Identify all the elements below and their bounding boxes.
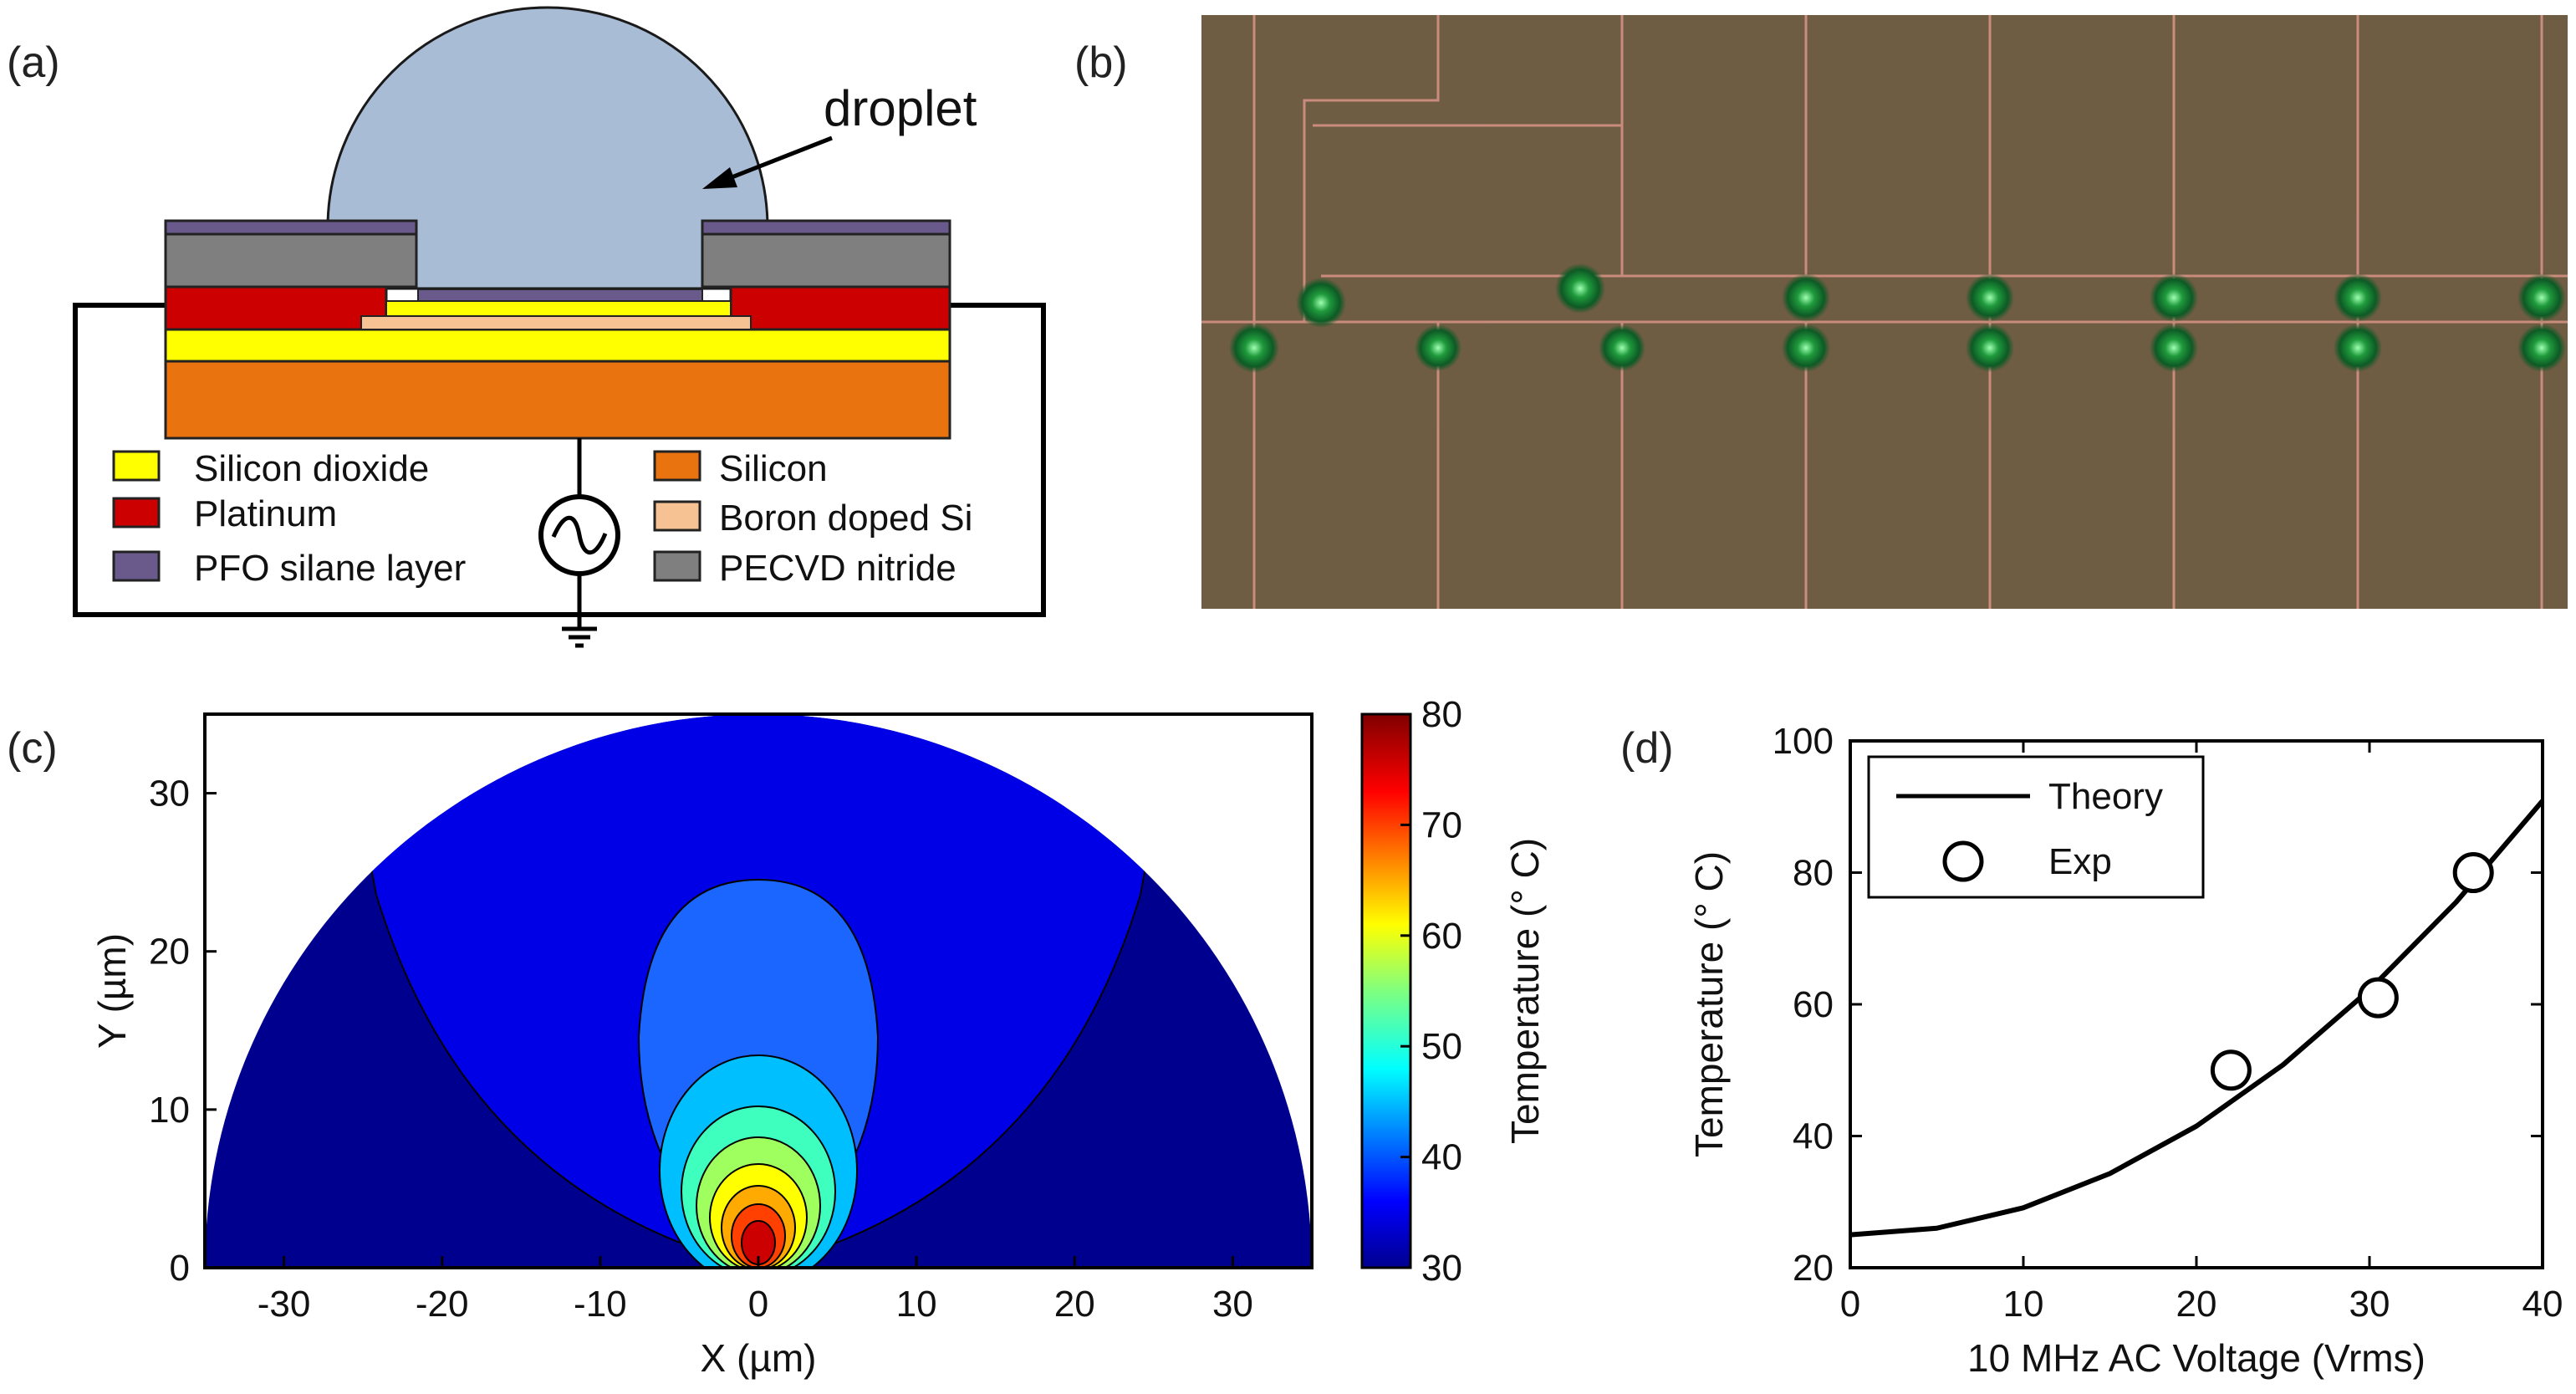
exp-point-1 bbox=[2357, 977, 2399, 1019]
contour-x-ticks: -30 -20 -10 0 10 20 30 bbox=[258, 1256, 1253, 1325]
line-x-tick-label-0: 0 bbox=[1840, 1284, 1860, 1325]
droplet-arrowhead bbox=[702, 167, 737, 189]
droplet-spots bbox=[1229, 263, 2566, 373]
colorbar-tick-label-1: 40 bbox=[1421, 1137, 1462, 1178]
contour-y-label: Y (µm) bbox=[90, 933, 134, 1049]
line-plot-x-ticks: 0 10 20 30 40 bbox=[1840, 741, 2563, 1325]
legend-label-4: Boron doped Si bbox=[719, 498, 972, 539]
line-x-tick-label-1: 10 bbox=[2003, 1284, 2044, 1325]
circuit-wire bbox=[73, 303, 1046, 617]
line-plot-x-label: 10 MHz AC Voltage (Vrms) bbox=[1967, 1336, 2426, 1380]
panel-a: (a) droplet Silicon dioxide bbox=[7, 6, 1046, 648]
boron-doped-si bbox=[360, 315, 752, 330]
legend-label-5: PECVD nitride bbox=[719, 548, 956, 589]
contour-x-tick-label-0: -30 bbox=[258, 1284, 311, 1325]
legend-exp-marker bbox=[1942, 840, 1984, 882]
line-y-tick-label-0: 20 bbox=[1793, 1248, 1834, 1289]
panel-label-d: (d) bbox=[1620, 724, 1674, 773]
silicon-layer bbox=[164, 360, 951, 440]
contour-y-tick-label-3: 30 bbox=[149, 774, 190, 814]
legend-label-3: Silicon bbox=[719, 448, 828, 489]
contour-x-label: X (µm) bbox=[701, 1336, 817, 1380]
contour-x-tick-label-3: 0 bbox=[748, 1284, 768, 1325]
droplet-shape bbox=[326, 6, 769, 290]
line-y-tick-label-2: 60 bbox=[1793, 984, 1834, 1025]
line-plot-y-ticks: 20 40 60 80 100 bbox=[1773, 721, 2543, 1289]
contour-x-tick-label-6: 30 bbox=[1212, 1284, 1253, 1325]
line-x-tick-label-2: 20 bbox=[2176, 1284, 2217, 1325]
legend-swatch-4 bbox=[653, 500, 701, 532]
temperature-contour-field bbox=[205, 714, 1312, 1268]
colorbar-tick-label-0: 30 bbox=[1421, 1248, 1462, 1289]
legend-swatch-5 bbox=[653, 550, 701, 582]
legend-label-1: Platinum bbox=[194, 493, 337, 534]
sine-wave-icon bbox=[551, 515, 608, 555]
contour-y-tick-label-1: 10 bbox=[149, 1090, 190, 1131]
colorbar-tick-label-2: 50 bbox=[1421, 1026, 1462, 1067]
contour-y-tick-label-0: 0 bbox=[170, 1248, 190, 1289]
contour-x-tick-label-1: -20 bbox=[416, 1284, 469, 1325]
droplet-arrow-line bbox=[718, 135, 833, 185]
nitride-right bbox=[701, 232, 951, 289]
legend-swatch-2 bbox=[112, 550, 161, 582]
line-y-tick-label-1: 40 bbox=[1793, 1116, 1834, 1157]
panel-b: (b) bbox=[1074, 15, 2568, 609]
colorbar-tick-label-3: 60 bbox=[1421, 916, 1462, 957]
platinum-left bbox=[164, 285, 388, 331]
contour-x-tick-label-4: 10 bbox=[896, 1284, 937, 1325]
line-x-tick-label-4: 40 bbox=[2522, 1284, 2563, 1325]
line-y-tick-label-4: 100 bbox=[1773, 721, 1834, 762]
silicon-dioxide-layer bbox=[164, 328, 951, 363]
legend-swatch-3 bbox=[653, 450, 701, 482]
panel-d: (d) 0 10 20 30 40 20 40 60 80 100 Theory Exp 10 … bbox=[1620, 721, 2563, 1380]
legend-theory-label: Theory bbox=[2048, 776, 2163, 817]
pfo-left bbox=[164, 219, 418, 236]
colorbar-ticks: 30 40 50 60 70 80 bbox=[1400, 694, 1462, 1289]
line-x-tick-label-3: 30 bbox=[2349, 1284, 2390, 1325]
panel-c: (c) -30 -20 -10 0 10 20 30 0 10 20 30 X (µm) Y (µ… bbox=[7, 694, 1547, 1380]
heater-yellow-strip bbox=[385, 300, 732, 317]
legend-exp-label: Exp bbox=[2048, 841, 2112, 882]
contour-y-ticks: 0 10 20 30 bbox=[149, 774, 217, 1289]
pfo-right bbox=[701, 219, 951, 236]
panel-label-a: (a) bbox=[7, 38, 60, 87]
line-plot-series bbox=[1849, 799, 2545, 1238]
legend-label-2: PFO silane layer bbox=[194, 548, 466, 589]
exp-point-0 bbox=[2210, 1049, 2252, 1091]
contour-axes-frame bbox=[203, 712, 1314, 1269]
material-legend: Silicon dioxide Platinum PFO silane laye… bbox=[112, 448, 972, 589]
line-plot-y-label: Temperature (° C) bbox=[1687, 851, 1731, 1157]
contour-x-tick-label-5: 20 bbox=[1054, 1284, 1095, 1325]
panel-label-c: (c) bbox=[7, 724, 58, 773]
legend-swatch-0 bbox=[112, 450, 161, 482]
nitride-left bbox=[164, 232, 418, 289]
contour-x-tick-label-2: -10 bbox=[574, 1284, 627, 1325]
pfo-thin-center bbox=[417, 289, 703, 302]
exp-point-2 bbox=[2452, 852, 2494, 893]
droplet-label: droplet bbox=[824, 80, 977, 136]
colorbar-label: Temperature (° C) bbox=[1503, 838, 1547, 1144]
panel-label-b: (b) bbox=[1074, 38, 1128, 87]
platinum-right bbox=[729, 285, 951, 331]
series-line-theory bbox=[1849, 799, 2545, 1238]
colorbar bbox=[1360, 712, 1412, 1269]
colorbar-tick-label-5: 80 bbox=[1421, 694, 1462, 735]
colorbar-tick-label-4: 70 bbox=[1421, 804, 1462, 845]
contour-y-tick-label-2: 20 bbox=[149, 932, 190, 973]
line-plot-legend: Theory Exp bbox=[1867, 755, 2205, 899]
legend-box bbox=[1867, 755, 2205, 899]
legend-swatch-1 bbox=[112, 497, 161, 528]
legend-label-0: Silicon dioxide bbox=[194, 448, 429, 489]
line-y-tick-label-3: 80 bbox=[1793, 853, 1834, 894]
